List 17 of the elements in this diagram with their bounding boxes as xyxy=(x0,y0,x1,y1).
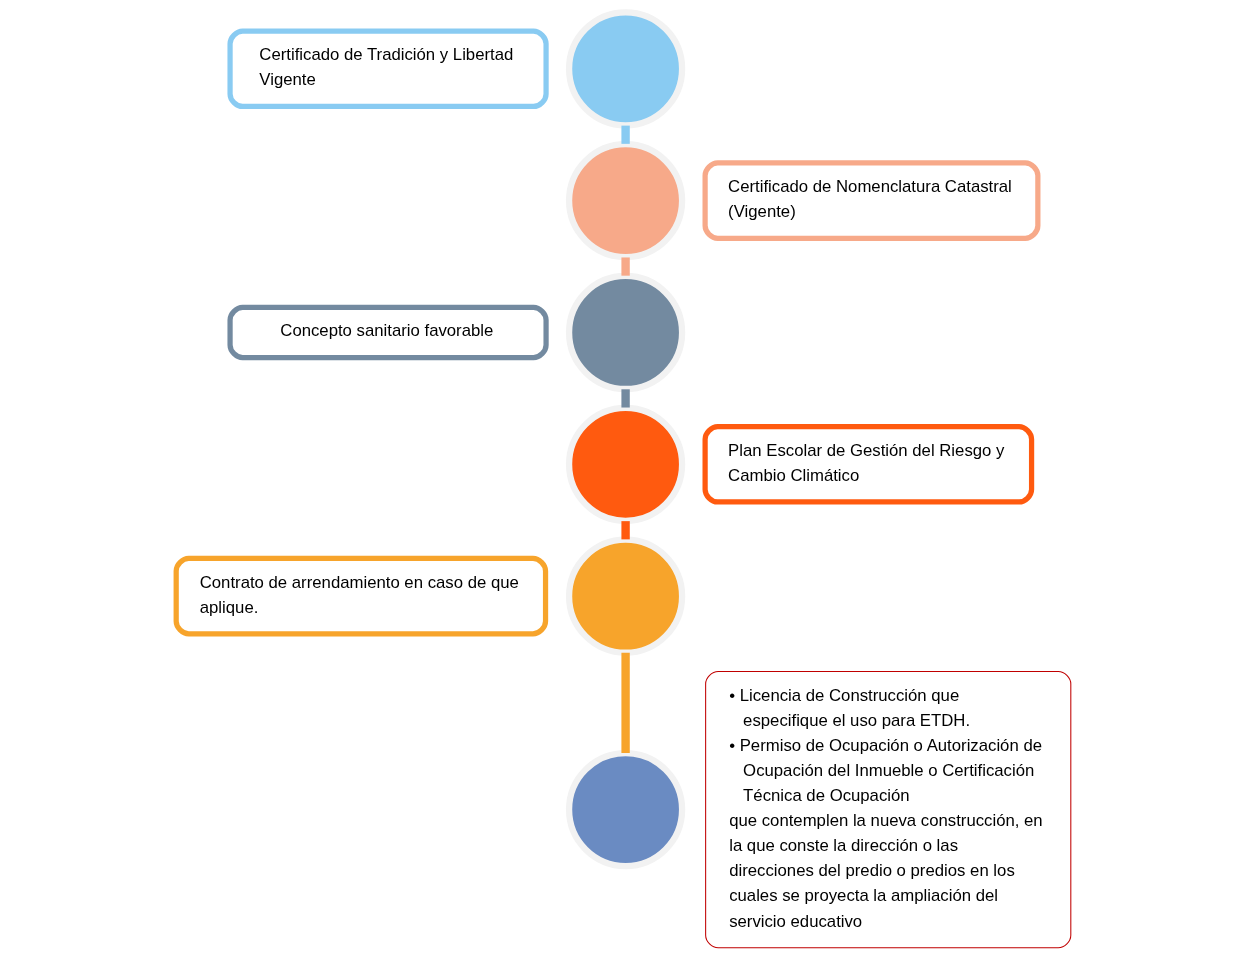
node-box: Concepto sanitario favorable xyxy=(227,304,549,361)
node-circle xyxy=(565,404,686,524)
node-box: • Licencia de Construcción que especifique el uso para ETDH. • Permiso de Ocupación o Autorización de Ocupación del Inmueble o Certificación Técnica de Ocupación que contemplen la nueva construcción, en la que conste la dirección o las direcciones del predio o predios en los cuales se proyecta la ampliación del servicio educativo xyxy=(705,670,1072,949)
connector xyxy=(621,257,630,276)
node-box: Certificado de Nomenclatura Catastral (Vigente) xyxy=(702,160,1041,241)
connector xyxy=(621,652,630,753)
connector xyxy=(621,521,630,540)
node-circle xyxy=(565,272,686,393)
connector xyxy=(621,125,630,144)
node-circle xyxy=(565,749,686,870)
node-circle xyxy=(565,141,686,261)
connector xyxy=(621,389,630,408)
node-box: Plan Escolar de Gestión del Riesgo y Cambio Climático xyxy=(702,424,1035,505)
node-box: Certificado de Tradición y Libertad Vigente xyxy=(227,28,549,110)
node-circle xyxy=(565,9,686,129)
node-box: Contrato de arrendamiento en caso de que aplique. xyxy=(173,555,549,637)
node-circle xyxy=(565,536,686,656)
